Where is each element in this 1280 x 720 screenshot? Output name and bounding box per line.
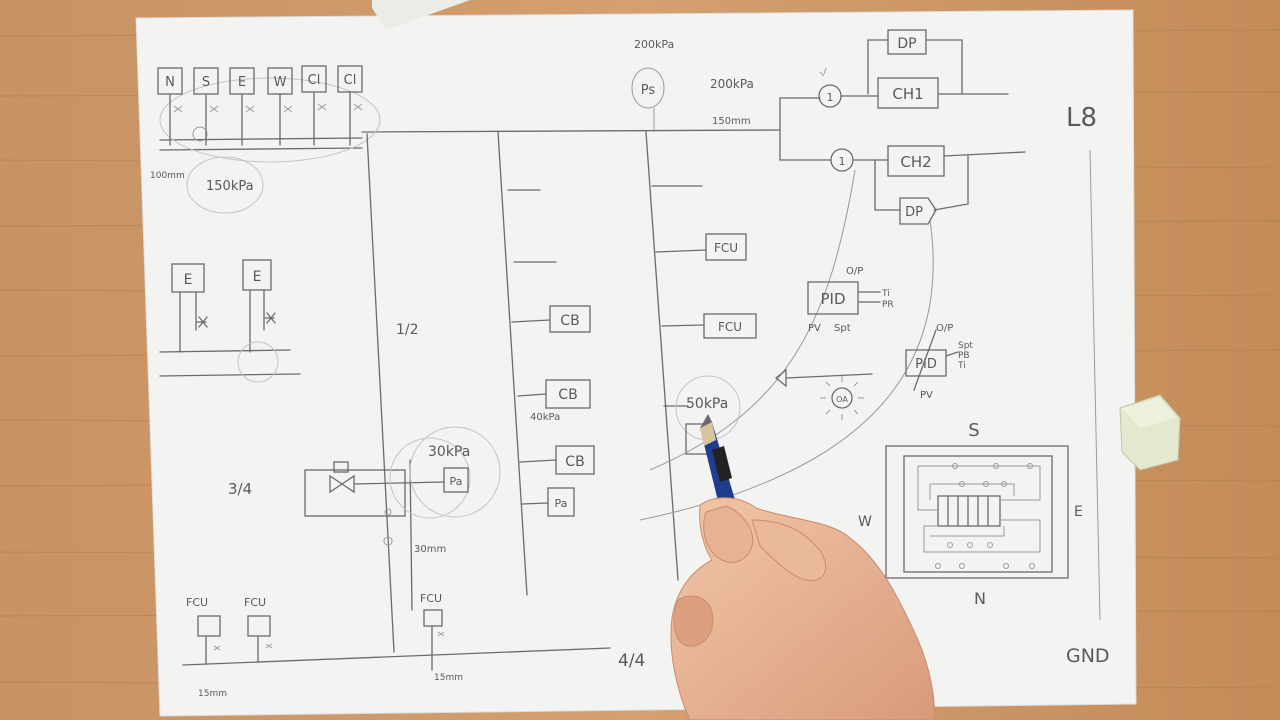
top-unit-label: W — [274, 75, 287, 90]
zone-label: 1/2 — [396, 322, 419, 338]
pipe-size-label: 15mm — [198, 689, 227, 699]
pid-label: PID — [820, 290, 845, 308]
risers — [182, 131, 679, 666]
paper-corner — [372, 0, 470, 30]
pressure-label: 200kPa — [710, 77, 754, 91]
top-left-header — [159, 77, 781, 214]
pid-ti-label: Ti — [881, 289, 890, 299]
paper-sheet — [135, 9, 1137, 717]
sensor-label: Pa — [450, 475, 463, 488]
chiller-plant: 1 1 CH1 CH2 DP DP — [779, 29, 1026, 225]
top-unit-5: Cl — [337, 65, 363, 146]
dp-label: DP — [905, 205, 923, 220]
pid-ti-label: Ti — [957, 361, 966, 371]
mid-units: E E — [159, 259, 301, 383]
top-unit-label: Cl — [344, 73, 357, 88]
pid-1: PID O/P Ti PR PV Spt — [807, 266, 894, 334]
top-unit-label: Cl — [308, 73, 321, 88]
outdoor-sensor: OA — [774, 368, 873, 420]
fcu-label: FCU — [718, 320, 742, 334]
sensor-label: Pa — [555, 497, 568, 510]
pid-out-label: O/P — [936, 323, 953, 334]
pid-2: PID O/P Spt PB Ti PV — [905, 323, 973, 401]
unit-valves — [173, 103, 363, 113]
bottom-fcus: FCU FCU FCU — [186, 592, 445, 671]
bottom-fcu-label: FCU — [244, 596, 266, 609]
pressure-label: 150kPa — [206, 179, 254, 194]
top-unit-0: N — [157, 67, 183, 146]
riser-b-boxes: CB CB CB Pa — [507, 189, 595, 517]
floor-plan — [885, 445, 1069, 579]
pipe-size-label: 100mm — [150, 171, 185, 181]
cb-label: CB — [560, 313, 579, 329]
mid-unit-label: E — [184, 272, 193, 288]
ps-label: Ps — [641, 83, 656, 98]
compass-east: E — [1074, 504, 1083, 520]
top-unit-4: Cl — [301, 65, 327, 146]
pump-label: 1 — [839, 155, 846, 168]
pid-out-label: O/P — [846, 266, 863, 277]
cb-label: CB — [565, 454, 584, 470]
top-unit-3: W — [267, 67, 293, 146]
pid-spt-label: Spt — [958, 341, 973, 351]
sun-icon — [820, 376, 864, 420]
right-guide-line — [1089, 149, 1101, 621]
compass-north: N — [974, 589, 986, 608]
pid-spt-label: Spt — [834, 323, 851, 334]
bottom-fcu-label: FCU — [420, 592, 442, 605]
top-unit-1: S — [193, 67, 219, 146]
top-unit-label: S — [202, 75, 210, 90]
ground-label: GND — [1066, 645, 1110, 667]
riser-a-branch: Pa — [304, 426, 501, 546]
cb-label: CB — [558, 387, 577, 403]
hand-holding-pencil: TL — [670, 414, 935, 720]
compass-south: S — [968, 420, 979, 441]
top-unit-2: E — [229, 67, 255, 146]
top-units: N S E W Cl Cl — [157, 65, 363, 146]
top-unit-label: E — [238, 75, 246, 90]
pid-pv-label: PV — [808, 323, 821, 334]
pressure-label: 30kPa — [428, 444, 470, 460]
pipe-size-label: 15mm — [434, 673, 463, 683]
bottom-fcu-label: FCU — [186, 596, 208, 609]
compass-west: W — [858, 514, 872, 530]
pid-label: PID — [915, 357, 937, 372]
floor-level-label: L8 — [1066, 103, 1097, 133]
top-unit-label: N — [165, 75, 175, 90]
outdoor-label: OA — [836, 395, 848, 404]
pipe-size-label: 150mm — [712, 116, 751, 127]
chiller-label: CH2 — [900, 153, 931, 171]
chiller-label: CH1 — [892, 85, 923, 103]
pressure-label: 40kPa — [530, 412, 560, 423]
pid-pb-label: PB — [958, 351, 970, 361]
pressure-label: 50kPa — [686, 396, 728, 412]
zone-label: 4/4 — [618, 651, 645, 671]
pid-pv-label: PV — [920, 390, 933, 401]
pump-sensor: Ps — [631, 67, 665, 132]
pump-label: 1 — [827, 91, 834, 104]
dp-label: DP — [897, 36, 916, 52]
pid-pr-label: PR — [882, 300, 894, 310]
fcu-label: FCU — [714, 241, 738, 255]
mid-unit-label: E — [253, 269, 262, 285]
zone-label: 3/4 — [228, 480, 252, 498]
eraser-icon — [1119, 394, 1181, 471]
pipe-size-label: 30mm — [414, 544, 446, 555]
pressure-label: 200kPa — [634, 38, 674, 51]
